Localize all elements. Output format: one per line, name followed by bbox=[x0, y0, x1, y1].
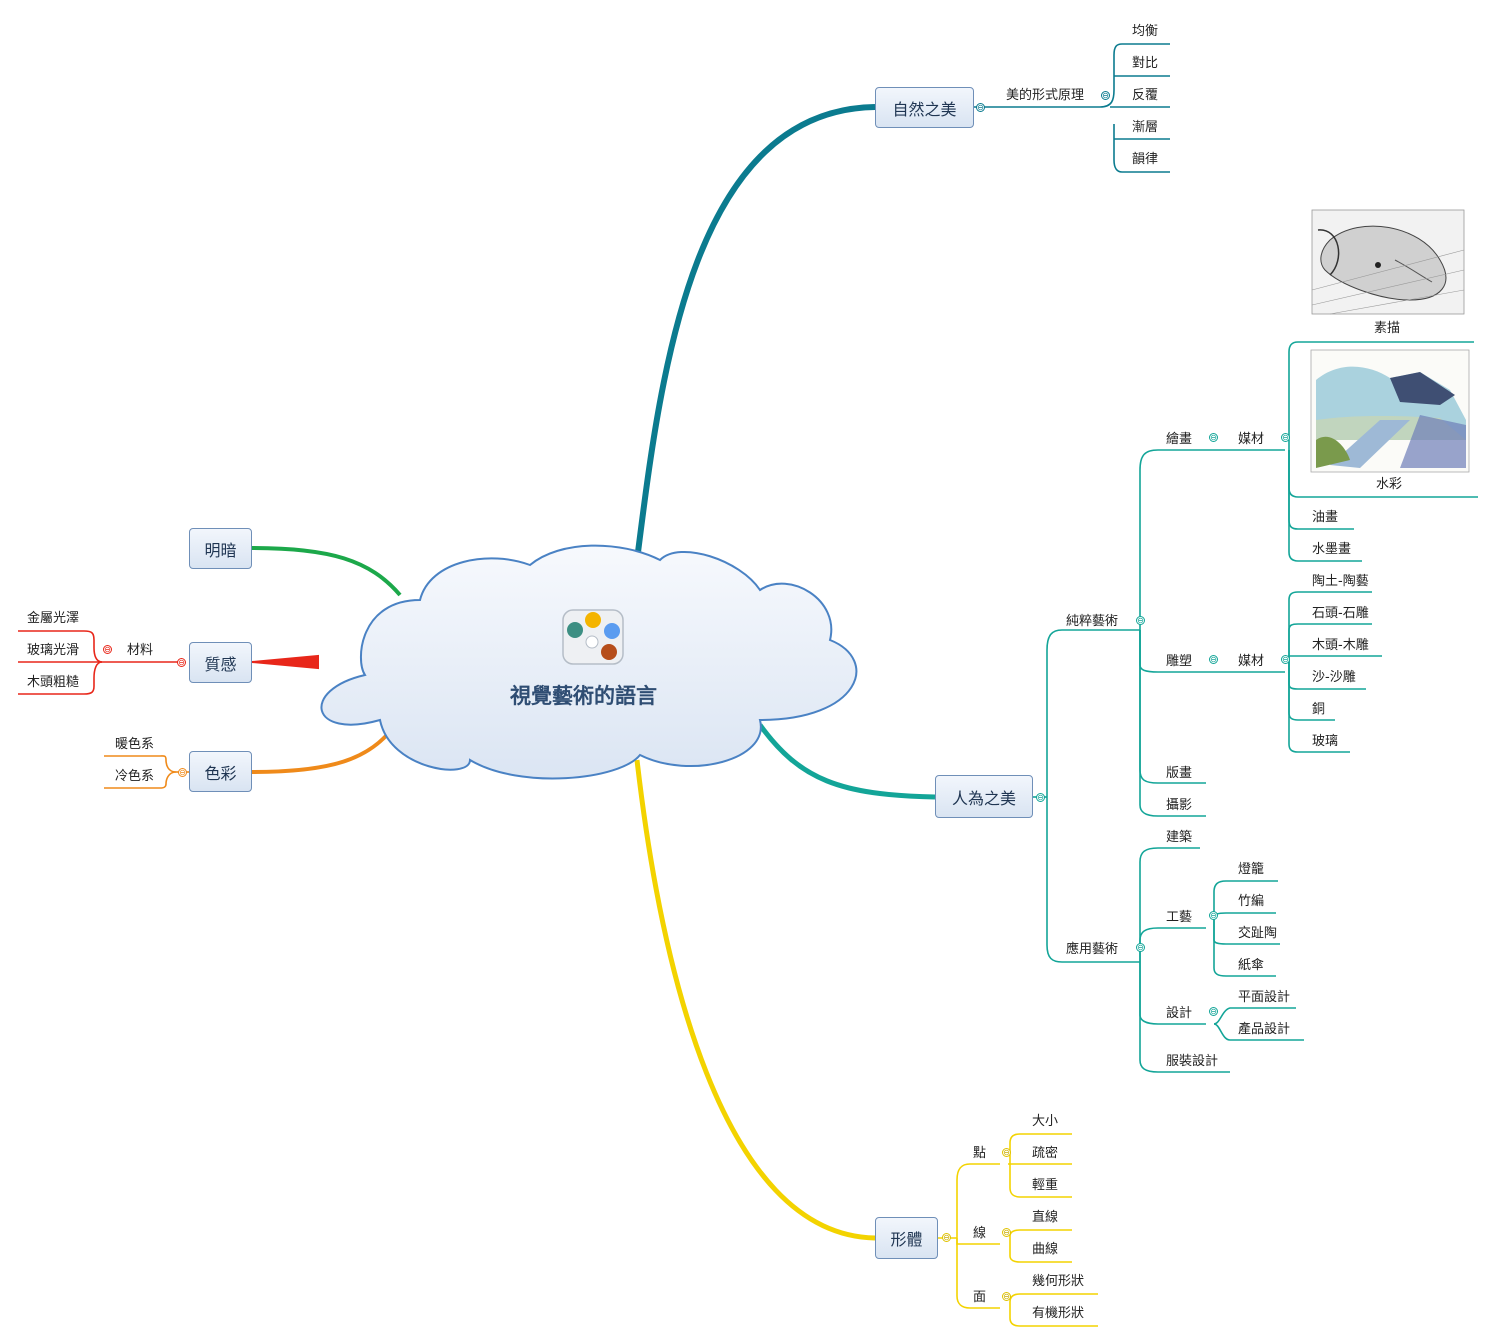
node-curved-line[interactable]: 曲線 bbox=[1032, 1242, 1059, 1257]
texture-connectors bbox=[18, 630, 185, 695]
collapse-toggle-form[interactable]: ⊖ bbox=[942, 1233, 951, 1242]
node-graphic-design[interactable]: 平面設計 bbox=[1238, 990, 1291, 1005]
node-metallic-luster[interactable]: 金屬光澤 bbox=[27, 611, 80, 626]
sketch-image bbox=[1311, 209, 1465, 315]
node-photography[interactable]: 攝影 bbox=[1166, 798, 1193, 813]
node-product-design[interactable]: 產品設計 bbox=[1238, 1022, 1291, 1037]
collapse-toggle-craft[interactable]: ⊖ bbox=[1209, 911, 1218, 920]
node-gradation[interactable]: 漸層 bbox=[1132, 120, 1159, 135]
node-pure-art[interactable]: 純粹藝術 bbox=[1066, 614, 1119, 629]
node-wood-carving[interactable]: 木頭-木雕 bbox=[1312, 638, 1369, 653]
node-contrast[interactable]: 對比 bbox=[1132, 56, 1159, 71]
node-bamboo-weaving[interactable]: 竹編 bbox=[1238, 894, 1265, 909]
node-weight[interactable]: 輕重 bbox=[1032, 1178, 1059, 1193]
node-color[interactable]: 色彩 bbox=[189, 751, 252, 792]
node-painting-media[interactable]: 媒材 bbox=[1238, 432, 1265, 447]
node-design[interactable]: 設計 bbox=[1166, 1006, 1193, 1021]
node-glass[interactable]: 玻璃 bbox=[1312, 734, 1339, 749]
node-texture[interactable]: 質感 bbox=[189, 642, 252, 683]
node-ink-painting[interactable]: 水墨畫 bbox=[1312, 542, 1352, 557]
node-lantern[interactable]: 燈籠 bbox=[1238, 862, 1265, 877]
node-sand-sculpture[interactable]: 沙-沙雕 bbox=[1312, 670, 1356, 685]
branch-nature bbox=[634, 104, 876, 561]
node-line[interactable]: 線 bbox=[973, 1226, 987, 1241]
collapse-toggle-line[interactable]: ⊖ bbox=[1002, 1228, 1011, 1237]
branch-human bbox=[757, 723, 936, 800]
collapse-toggle-painting-media[interactable]: ⊖ bbox=[1281, 433, 1290, 442]
collapse-toggle-applied-art[interactable]: ⊖ bbox=[1136, 943, 1145, 952]
collapse-toggle-sculpture-media[interactable]: ⊖ bbox=[1281, 655, 1290, 664]
branch-color bbox=[251, 723, 397, 774]
node-sculpture[interactable]: 雕塑 bbox=[1166, 654, 1193, 669]
node-straight-line[interactable]: 直線 bbox=[1032, 1210, 1059, 1225]
node-plane[interactable]: 面 bbox=[973, 1290, 987, 1305]
node-balance[interactable]: 均衡 bbox=[1132, 24, 1159, 39]
collapse-toggle-sculpture[interactable]: ⊖ bbox=[1209, 655, 1218, 664]
collapse-toggle-painting[interactable]: ⊖ bbox=[1209, 433, 1218, 442]
node-human[interactable]: 人為之美 bbox=[935, 775, 1033, 818]
human-connectors bbox=[1033, 341, 1478, 1073]
node-sculpture-media[interactable]: 媒材 bbox=[1238, 654, 1265, 669]
node-bronze[interactable]: 銅 bbox=[1312, 702, 1326, 717]
watercolor-image bbox=[1310, 349, 1470, 473]
node-clay-pottery[interactable]: 陶土-陶藝 bbox=[1312, 574, 1369, 589]
node-printmaking[interactable]: 版畫 bbox=[1166, 766, 1193, 781]
node-light[interactable]: 明暗 bbox=[189, 528, 252, 569]
node-applied-art[interactable]: 應用藝術 bbox=[1066, 942, 1119, 957]
node-koji-pottery[interactable]: 交趾陶 bbox=[1238, 926, 1278, 941]
collapse-toggle-human[interactable]: ⊖ bbox=[1036, 793, 1045, 802]
branch-light bbox=[251, 546, 402, 597]
collapse-toggle-nature[interactable]: ⊖ bbox=[976, 103, 985, 112]
collapse-toggle-form-principle[interactable]: ⊖ bbox=[1101, 91, 1110, 100]
palette-icon bbox=[562, 609, 624, 665]
node-warm-colors[interactable]: 暖色系 bbox=[115, 737, 155, 752]
collapse-toggle-material[interactable]: ⊖ bbox=[103, 645, 112, 654]
branch-form bbox=[634, 759, 876, 1241]
node-rhythm[interactable]: 韻律 bbox=[1132, 152, 1159, 167]
collapse-toggle-texture[interactable]: ⊖ bbox=[177, 658, 186, 667]
nature-connectors bbox=[974, 43, 1170, 173]
node-glass-smooth[interactable]: 玻璃光滑 bbox=[27, 643, 80, 658]
node-wood-rough[interactable]: 木頭粗糙 bbox=[27, 675, 80, 690]
collapse-toggle-point[interactable]: ⊖ bbox=[1002, 1148, 1011, 1157]
node-organic-shape[interactable]: 有機形狀 bbox=[1032, 1306, 1085, 1321]
node-sketch[interactable]: 素描 bbox=[1374, 321, 1401, 336]
collapse-toggle-plane[interactable]: ⊖ bbox=[1002, 1292, 1011, 1301]
node-fashion-design[interactable]: 服裝設計 bbox=[1166, 1054, 1219, 1069]
node-painting[interactable]: 繪畫 bbox=[1166, 432, 1193, 447]
node-point[interactable]: 點 bbox=[973, 1146, 987, 1161]
collapse-toggle-pure-art[interactable]: ⊖ bbox=[1136, 616, 1145, 625]
node-watercolor[interactable]: 水彩 bbox=[1376, 477, 1403, 492]
node-nature[interactable]: 自然之美 bbox=[875, 87, 974, 128]
node-craft[interactable]: 工藝 bbox=[1166, 910, 1193, 925]
node-size[interactable]: 大小 bbox=[1032, 1114, 1059, 1129]
node-material[interactable]: 材料 bbox=[127, 643, 154, 658]
node-form[interactable]: 形體 bbox=[875, 1217, 938, 1259]
node-oil-painting[interactable]: 油畫 bbox=[1312, 510, 1339, 525]
collapse-toggle-design[interactable]: ⊖ bbox=[1209, 1007, 1218, 1016]
node-paper-umbrella[interactable]: 紙傘 bbox=[1238, 958, 1265, 973]
node-stone-carving[interactable]: 石頭-石雕 bbox=[1312, 606, 1369, 621]
node-geometric-shape[interactable]: 幾何形狀 bbox=[1032, 1274, 1085, 1289]
form-connectors bbox=[938, 1133, 1098, 1327]
node-form-principle[interactable]: 美的形式原理 bbox=[1006, 88, 1085, 103]
node-architecture[interactable]: 建築 bbox=[1166, 830, 1193, 845]
collapse-toggle-color[interactable]: ⊖ bbox=[178, 768, 187, 777]
branch-texture bbox=[251, 654, 319, 670]
node-density[interactable]: 疏密 bbox=[1032, 1146, 1059, 1161]
node-repetition[interactable]: 反覆 bbox=[1132, 88, 1159, 103]
central-title[interactable]: 視覺藝術的語言 bbox=[510, 684, 657, 708]
node-cool-colors[interactable]: 冷色系 bbox=[115, 769, 155, 784]
